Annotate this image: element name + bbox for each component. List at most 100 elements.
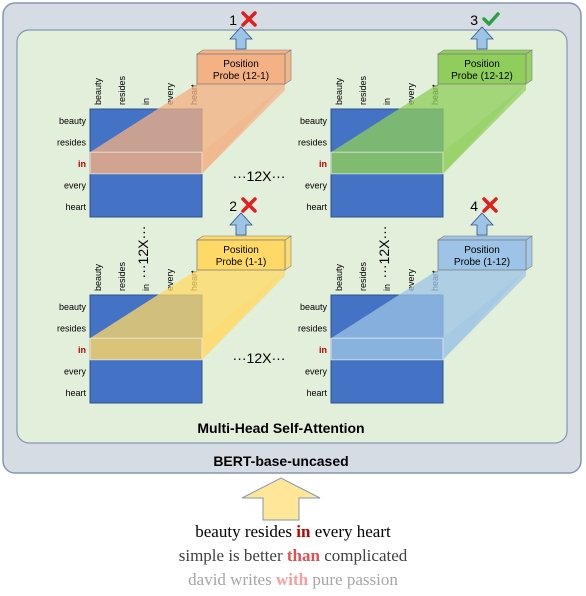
matrix-top-left-probe-projection [90,84,285,174]
matrix-bottom-right-col-label: every [406,268,416,291]
matrix-top-left-probe-number: 1 [229,12,237,28]
matrix-top-left-col-label: resides [117,75,127,105]
matrix-bottom-left-col-label: every [165,268,175,291]
sentence-2-after: complicated [319,546,408,565]
matrix-top-right-col-label: resides [358,75,368,105]
matrix-bottom-right-probe-top [437,235,533,241]
matrix-top-left-cross-icon [241,11,257,27]
matrix-bottom-left-row-label: resides [57,323,87,333]
matrix-bottom-left-probe-label-line1: Position [223,245,259,256]
matrix-top-left-row-label: beauty [59,116,87,126]
matrix-top-left-col-label: beauty [93,77,103,105]
matrix-bottom-right-col-label: beauty [334,263,344,291]
matrix-top-right-probe-label-line2: Probe (12-12) [451,71,513,82]
matrix-top-right-col-label: beauty [334,77,344,105]
matrix-top-left-probe-output-arrow [229,26,253,50]
matrix-bottom-left-probe-number: 2 [229,198,237,214]
matrix-top-right-row-label: every [305,181,328,191]
sentence-2-before: simple is better [178,546,287,565]
matrix-bottom-left-probe-projection-top [90,270,285,339]
matrix-bottom-right-row-label: every [305,367,328,377]
sentence-2-highlight: than [286,546,320,565]
matrix-top-left-row-label: heart [65,202,86,212]
sentence-3-after: pure passion [308,570,398,589]
matrix-bottom-right-col-label: in [382,284,392,291]
matrix-bottom-left-cross-icon [241,197,257,213]
matrix-bottom-right-probe-projection-side [443,270,526,360]
matrix-top-right-probe-label-line1: Position [464,59,500,70]
matrix-top-right-col-label: every [406,82,416,105]
attention-label: Multi-Head Self-Attention [197,420,364,436]
matrix-bottom-right-row-label: resides [298,323,328,333]
matrix-top-right-col-label: in [382,98,392,105]
matrix-top-left-col-label: every [165,82,175,105]
matrix-top-right-highlight-row [330,151,444,175]
matrix-top-right-row-label: heart [306,202,327,212]
matrix-top-left-row-label: resides [57,137,87,147]
matrix-top-left-probe-box [196,53,286,85]
matrix-top-left-probe-top [196,49,292,55]
matrix-bottom-right-probe-box [437,239,527,271]
sentence-1-before: beauty resides [195,522,297,541]
matrix-top-left-probe-label-line2: Probe (12-1) [213,71,269,82]
sentence-1-after: every heart [310,522,391,541]
matrix-bottom-right-probe-label-line1: Position [464,245,500,256]
matrix-top-right-probe-number: 3 [470,12,478,28]
matrix-top-right-row-label: beauty [300,116,328,126]
input-sentence-2: simple is better than complicated [0,546,586,566]
matrix-top-right-row-label: resides [298,137,328,147]
matrix-bottom-left-row-label: in [78,345,86,355]
matrix-bottom-right-row-label: in [319,345,327,355]
matrix-bottom-left-col-label: beauty [93,263,103,291]
repeat-label-vertical-left: ···12X··· [135,226,151,279]
matrix-bottom-left-probe-projection-side [202,270,285,360]
input-sentence-1: beauty resides in every heart [0,522,586,542]
matrix-top-right-check-icon [482,12,500,26]
matrix-bottom-left-probe-box [196,239,286,271]
matrix-top-right-probe-side [525,49,533,85]
matrix-bottom-right-probe-output-arrow [470,212,494,236]
matrix-top-left-probe-label-line1: Position [223,59,259,70]
matrix-top-right-probe-output-arrow [470,26,494,50]
matrix-top-left-probe-projection-top [90,84,285,153]
matrix-top-left-probe-side [284,49,292,85]
matrix-bottom-left-row-label: heart [65,388,86,398]
matrix-top-left-highlight-row [89,151,203,175]
matrix-bottom-right-row-label: heart [306,388,327,398]
matrix-bottom-left-col-label: resides [117,261,127,291]
matrix-bottom-left-probe-side [284,235,292,271]
matrix-bottom-left-probe-label-line2: Probe (1-1) [216,257,267,268]
matrix-bottom-right-probe-projection-top [331,270,526,339]
matrix-bottom-left-probe-output-arrow [229,212,253,236]
matrix-bottom-left-col-label: in [141,284,151,291]
repeat-label-vertical-right: ···12X··· [376,226,392,279]
matrix-bottom-right-row-label: beauty [300,302,328,312]
matrix-top-left-row-label: every [64,181,87,191]
matrix-top-right-probe-top [437,49,533,55]
input-sentence-3: david writes with pure passion [0,570,586,590]
matrix-top-left-col-label: in [141,98,151,105]
sentence-3-before: david writes [188,570,276,589]
matrix-bottom-left-highlight-row [89,337,203,361]
matrix-bottom-right-col-label: resides [358,261,368,291]
matrix-bottom-left-row-label: beauty [59,302,87,312]
model-label: BERT-base-uncased [213,453,348,469]
matrix-bottom-left-probe-top [196,235,292,241]
repeat-label-bottom: ···12X··· [233,350,286,366]
repeat-label-top: ···12X··· [233,168,286,184]
matrix-top-right-probe-projection-side [443,84,526,174]
matrix-bottom-right-probe-label-line2: Probe (1-12) [454,257,510,268]
matrix-bottom-right-probe-projection [331,270,526,360]
input-arrow [241,477,321,521]
matrix-top-right-row-label: in [319,159,327,169]
matrix-top-left-row-label: in [78,159,86,169]
matrix-bottom-right-probe-number: 4 [470,198,478,214]
matrix-top-left-probe-projection-side [202,84,285,174]
matrix-top-right-probe-projection [331,84,526,174]
matrix-bottom-right-highlight-row [330,337,444,361]
matrix-top-right-probe-projection-top [331,84,526,153]
matrix-bottom-right-probe-side [525,235,533,271]
matrix-bottom-left-probe-projection [90,270,285,360]
sentence-1-highlight: in [296,522,311,541]
